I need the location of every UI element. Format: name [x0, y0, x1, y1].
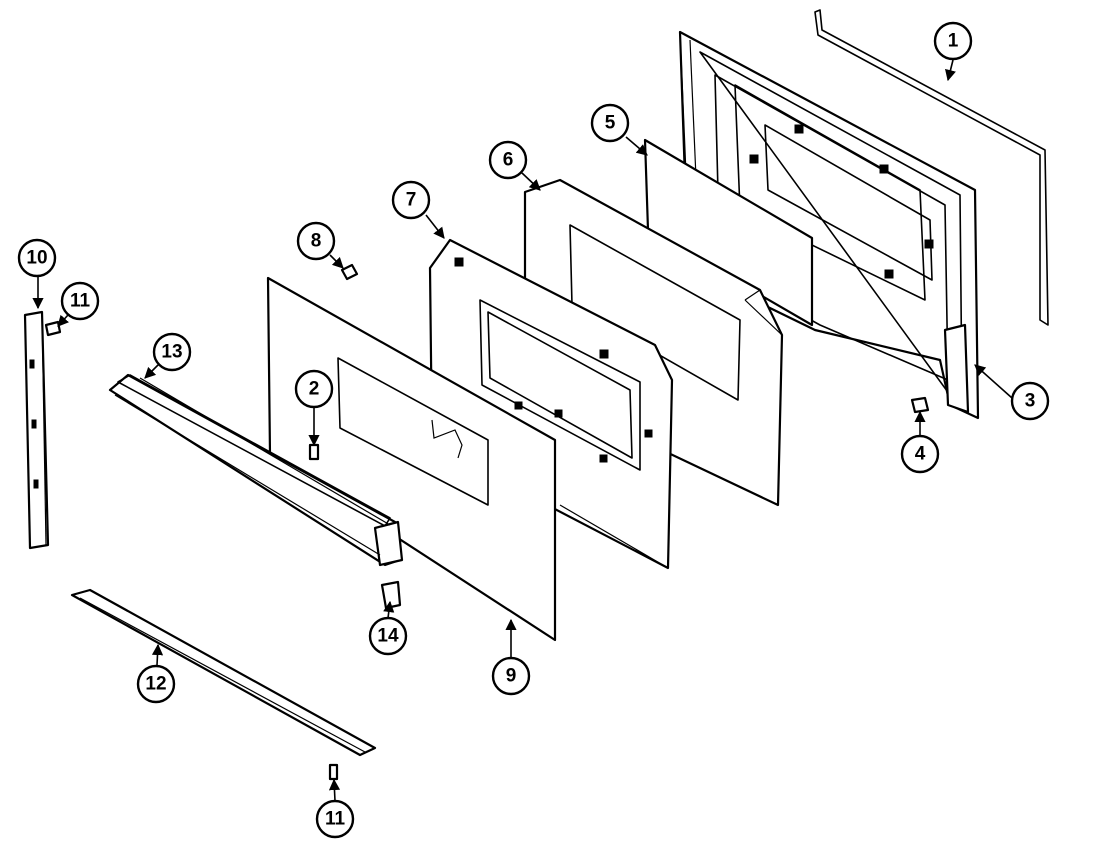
bracket-part-14 [380, 580, 402, 610]
callout-11-bottom: 11 [315, 799, 355, 839]
callout-1-label: 1 [948, 31, 959, 52]
callout-3-label: 3 [1025, 391, 1036, 412]
callout-4: 4 [900, 434, 940, 474]
small-block-part-8 [340, 263, 359, 281]
callout-13-label: 13 [161, 342, 182, 363]
callout-9: 9 [491, 656, 531, 696]
screw-part-11-bottom [328, 763, 339, 781]
callout-4-label: 4 [915, 444, 926, 465]
callout-2-label: 2 [309, 379, 320, 400]
callout-10: 10 [17, 238, 57, 278]
door-gasket [814, 9, 1049, 326]
callout-10-label: 10 [26, 248, 47, 269]
callout-11-top-label: 11 [70, 291, 91, 312]
callout-8-label: 8 [311, 231, 322, 252]
callout-5-label: 5 [605, 113, 616, 134]
vertical-side-trim [23, 310, 50, 550]
callout-12-label: 12 [145, 674, 166, 695]
callout-3: 3 [1010, 381, 1050, 421]
callout-11-top: 11 [60, 281, 100, 321]
outer-door-glass [266, 276, 557, 642]
callout-8: 8 [296, 221, 336, 261]
callout-7: 7 [391, 180, 431, 220]
door-handle [108, 373, 404, 567]
callout-11-bottom-label: 11 [325, 809, 346, 830]
callout-6: 6 [488, 140, 528, 180]
callout-14: 14 [368, 616, 408, 656]
outer-door-frame [678, 30, 980, 420]
callout-6-label: 6 [503, 150, 514, 171]
callout-9-label: 9 [506, 666, 517, 687]
callout-7-label: 7 [406, 190, 417, 211]
callout-12: 12 [136, 664, 176, 704]
callout-5: 5 [590, 103, 630, 143]
callout-13: 13 [152, 332, 192, 372]
small-clip-part-4 [910, 396, 930, 414]
screw-part-2 [308, 443, 320, 461]
callout-1: 1 [933, 21, 973, 61]
screw-part-11-top [44, 320, 62, 337]
leader-lines [32, 59, 1013, 802]
bottom-trim-strip [70, 588, 377, 757]
window-glass-panel [643, 138, 814, 327]
callout-2: 2 [294, 369, 334, 409]
callout-14-label: 14 [377, 626, 399, 647]
